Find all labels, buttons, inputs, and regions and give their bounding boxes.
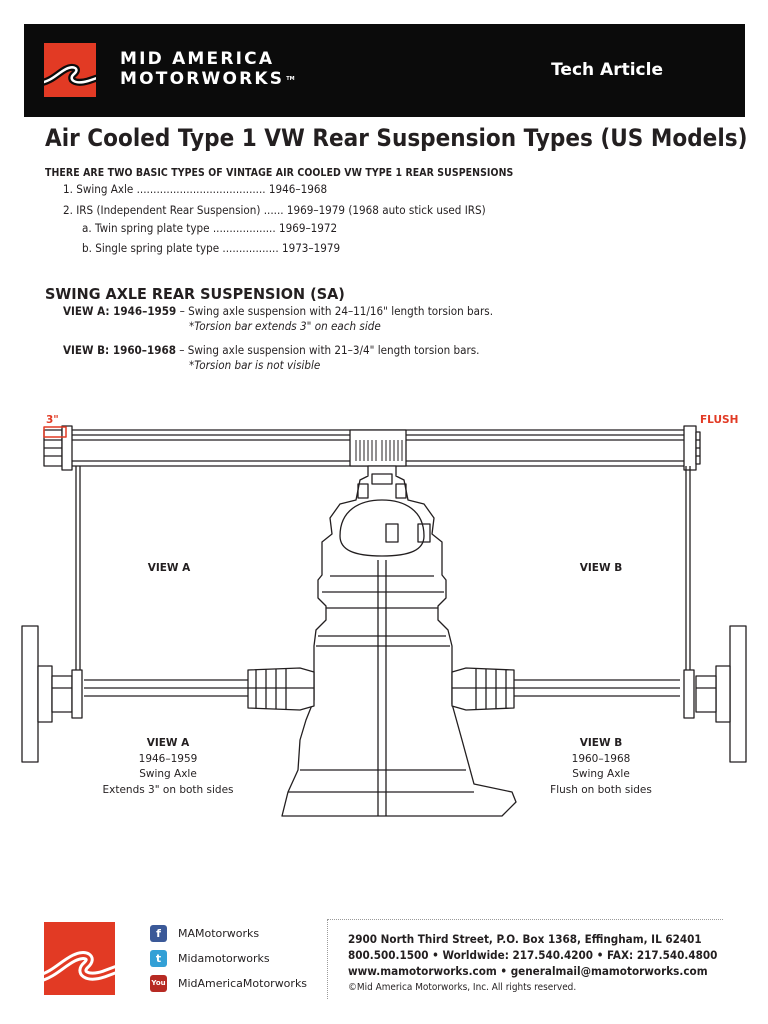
view-b-text: – Swing axle suspension with 21–3/4" len… (175, 344, 480, 357)
view-b-caption-note: Flush on both sides (550, 783, 652, 796)
view-a-caption-years: 1946–1959 (138, 752, 198, 765)
footer-address: 2900 North Third Street, P.O. Box 1368, … (348, 932, 702, 946)
list-item: 1. Swing Axle ..........................… (63, 183, 328, 196)
list-item: b. Single spring plate type ............… (82, 242, 341, 255)
upper-view-a-text: VIEW A (147, 562, 191, 574)
social-label: MidAmericaMotorworks (178, 977, 308, 990)
twitter-icon: t (150, 950, 167, 967)
view-b-caption-type: Swing Axle (572, 768, 630, 780)
view-a-label: VIEW A: 1946–1959 (63, 305, 177, 318)
upper-view-b-label: VIEW B (566, 561, 636, 577)
upper-view-a-label: VIEW A (134, 561, 204, 577)
social-facebook[interactable]: f MAMotorworks (150, 925, 330, 943)
left-measure-label: 3" (46, 414, 59, 426)
youtube-icon: You (150, 975, 167, 992)
view-b-description: VIEW B: 1960–1968 – Swing axle suspensio… (63, 344, 479, 357)
social-twitter[interactable]: t Midamotorworks (150, 950, 330, 968)
footer-copyright: ©Mid America Motorworks, Inc. All rights… (348, 982, 577, 993)
trademark: TM (286, 76, 295, 82)
view-a-caption-title: VIEW A (146, 737, 190, 749)
facebook-icon: f (150, 925, 167, 942)
company-logo-icon (44, 43, 96, 97)
suspension-diagram: 3" FLUSH VIEW A VIEW B VIEW A 1946–1959 … (0, 400, 768, 830)
brand-line-1: MID AMERICA (120, 49, 275, 69)
list-item: a. Twin spring plate type ..............… (82, 222, 338, 235)
upper-view-b-text: VIEW B (579, 562, 623, 574)
social-label: Midamotorworks (178, 952, 270, 965)
footer-phones: 800.500.1500 • Worldwide: 217.540.4200 •… (348, 948, 718, 962)
social-youtube[interactable]: You MidAmericaMotorworks (150, 975, 330, 993)
view-b-note: *Torsion bar is not visible (189, 359, 321, 372)
section-heading: SWING AXLE REAR SUSPENSION (SA) (45, 285, 345, 303)
footer-divider (327, 919, 723, 920)
footer-divider-vertical (327, 919, 328, 999)
footer-logo-icon (44, 922, 115, 995)
view-a-note: *Torsion bar extends 3" on each side (189, 320, 381, 333)
view-a-text: – Swing axle suspension with 24–11/16" l… (176, 305, 494, 318)
footer-web[interactable]: www.mamotorworks.com • generalmail@mamot… (348, 964, 708, 978)
page-title: Air Cooled Type 1 VW Rear Suspension Typ… (45, 124, 748, 152)
view-a-caption-type: Swing Axle (139, 768, 197, 780)
intro-heading: THERE ARE TWO BASIC TYPES OF VINTAGE AIR… (45, 168, 514, 179)
view-b-label: VIEW B: 1960–1968 (63, 344, 176, 357)
transaxle-drawing (21, 425, 747, 817)
view-b-caption: VIEW B 1960–1968 Swing Axle Flush on bot… (521, 736, 681, 798)
social-label: MAMotorworks (178, 927, 260, 940)
brand-line-2: MOTORWORKS (120, 69, 285, 89)
view-b-caption-title: VIEW B (579, 737, 623, 749)
list-item: 2. IRS (Independent Rear Suspension) ...… (63, 204, 486, 217)
view-a-description: VIEW A: 1946–1959 – Swing axle suspensio… (63, 305, 493, 318)
view-a-caption: VIEW A 1946–1959 Swing Axle Extends 3" o… (88, 736, 248, 798)
header-tag: Tech Article (551, 60, 663, 80)
view-a-caption-note: Extends 3" on both sides (102, 783, 234, 796)
right-measure-label: FLUSH (700, 414, 739, 426)
view-b-caption-years: 1960–1968 (571, 752, 631, 765)
